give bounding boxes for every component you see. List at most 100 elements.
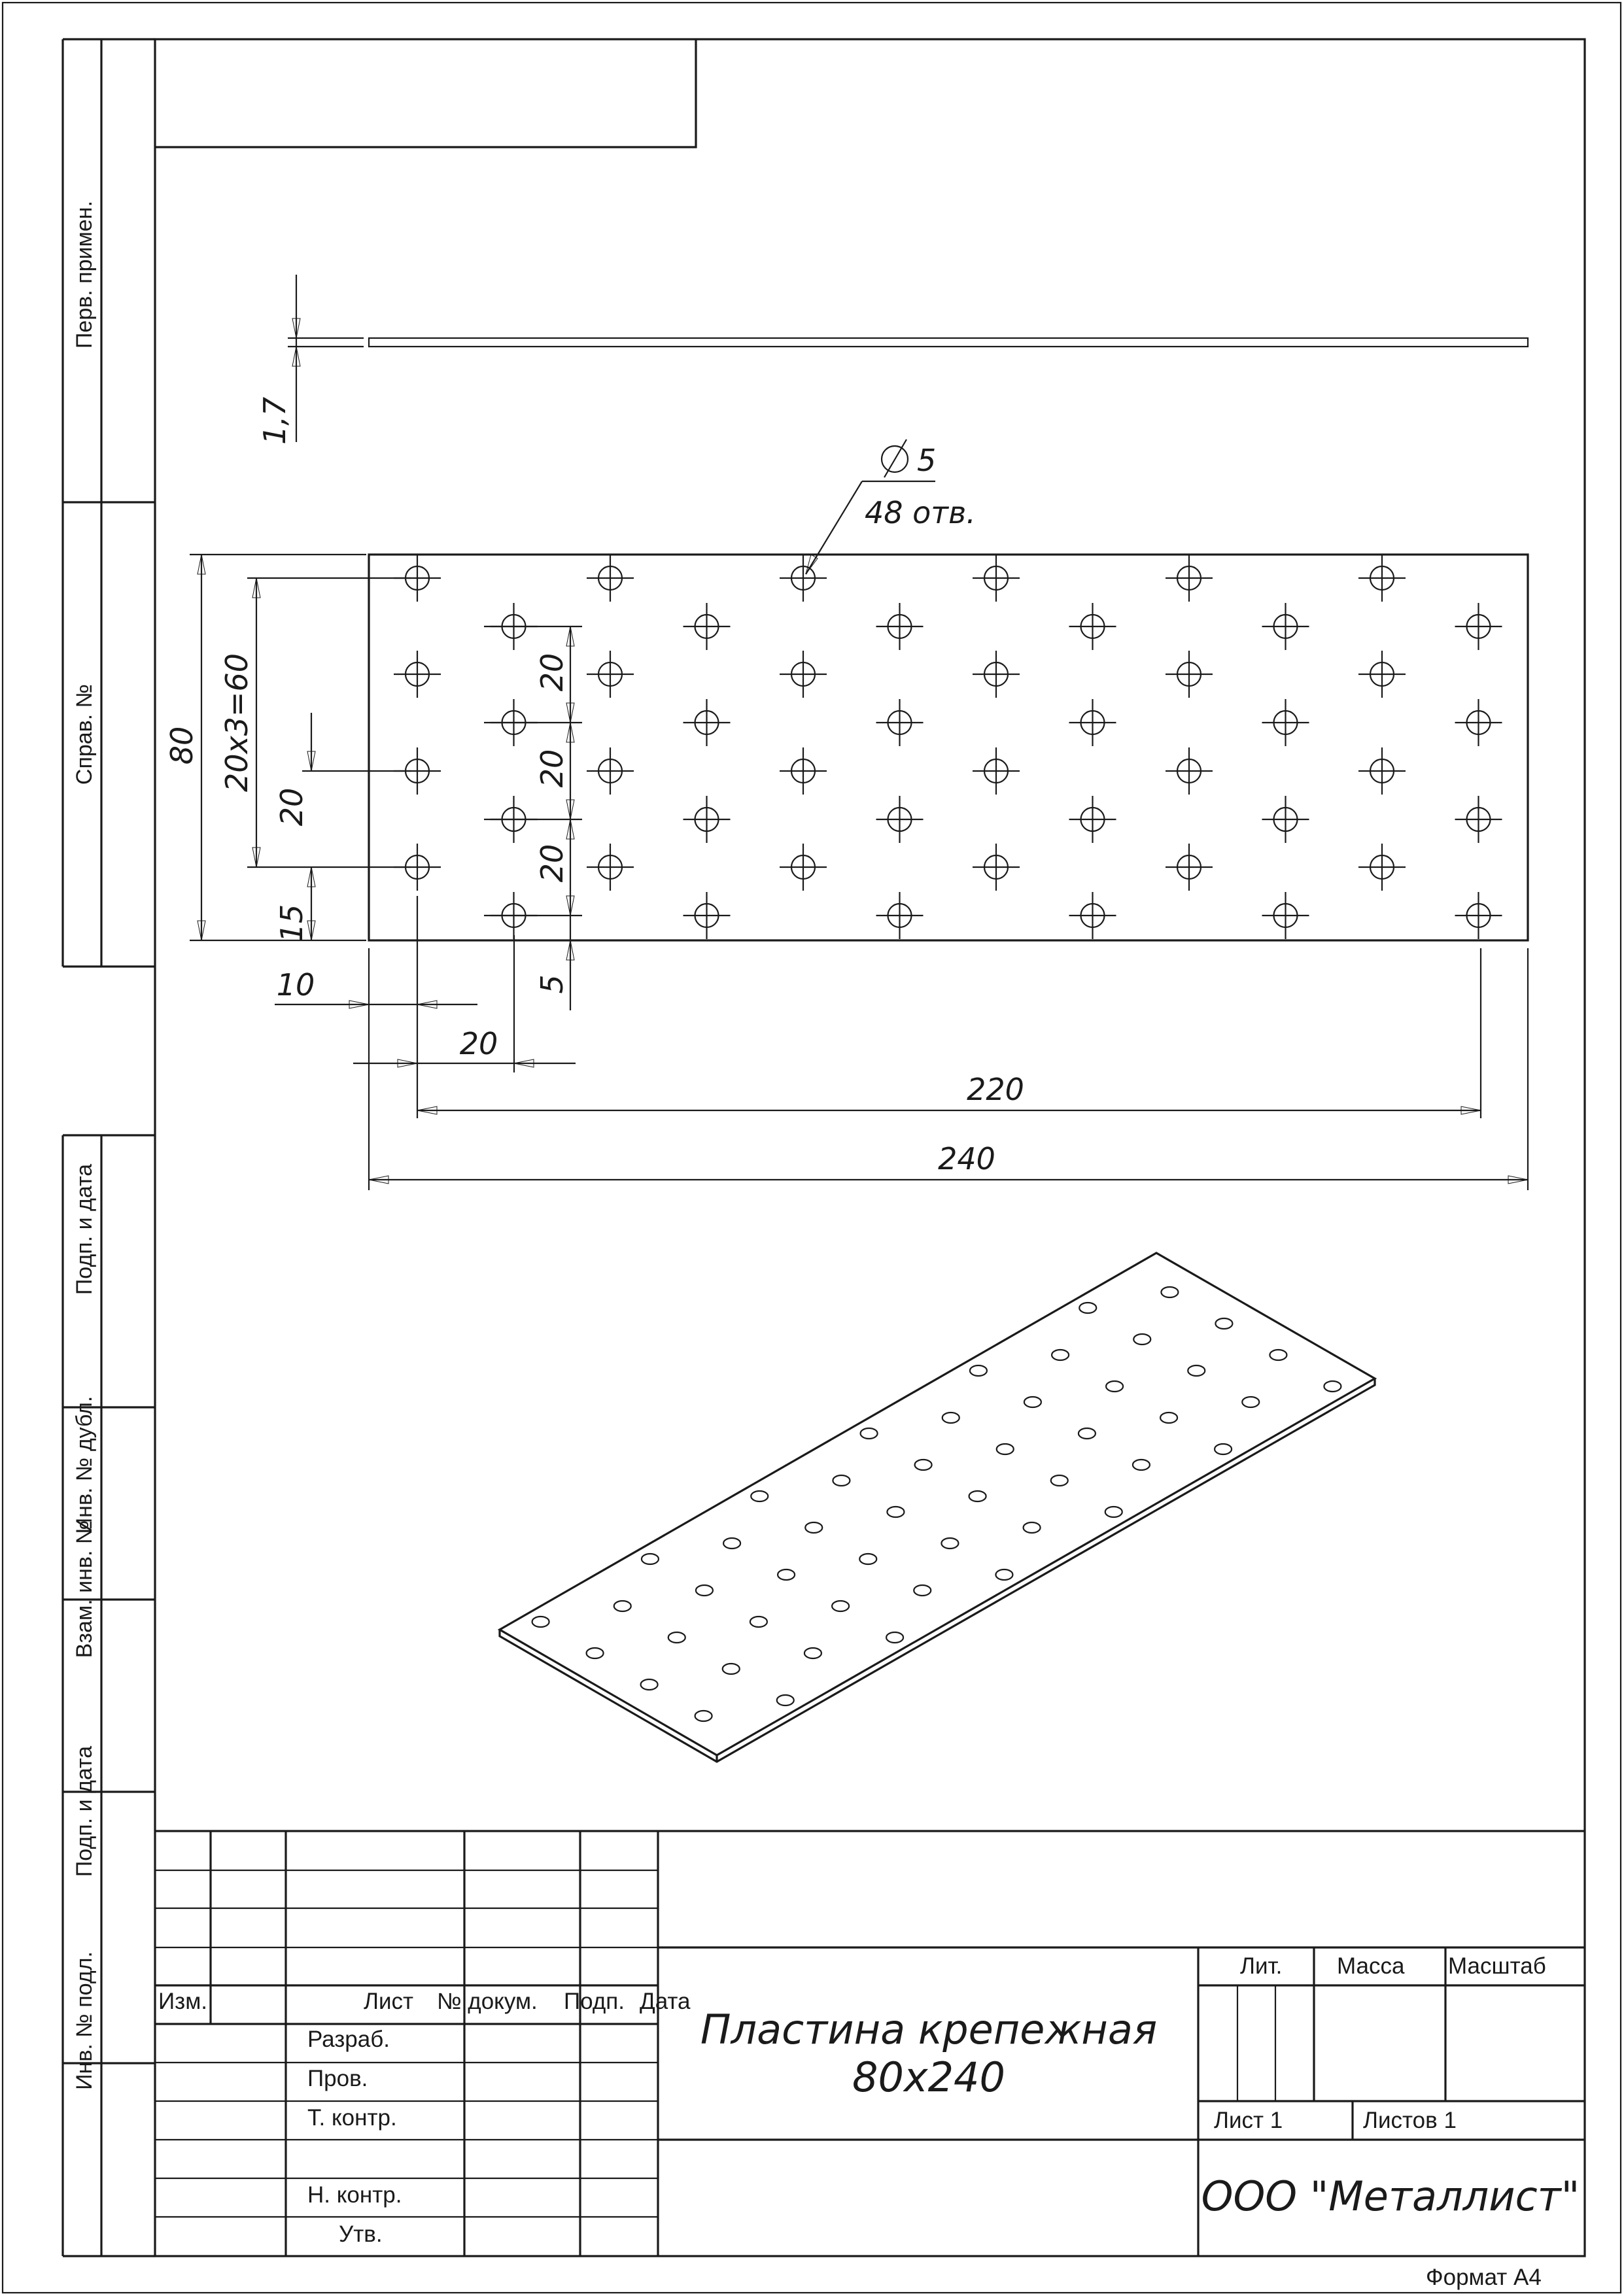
sheet-format: Формат А4 bbox=[1426, 2265, 1542, 2290]
dim-row-c: 20 bbox=[534, 844, 570, 883]
hole-top-20 bbox=[780, 844, 827, 891]
side-view: 1,7 bbox=[257, 275, 1529, 445]
callout-diameter: 5 bbox=[917, 443, 936, 478]
label-inv-podl: Инв. № подл. bbox=[72, 1951, 97, 2090]
label-vzam-inv: Взам. инв. № bbox=[72, 1520, 97, 1658]
hole-iso-11 bbox=[749, 1615, 769, 1628]
hole-top-40 bbox=[1262, 892, 1309, 939]
tb-sheets-total: Листов 1 bbox=[1363, 2108, 1457, 2133]
hole-iso-1 bbox=[531, 1615, 550, 1628]
hole-top-11 bbox=[587, 747, 634, 795]
hole-top-30 bbox=[1069, 699, 1116, 746]
tb-razrab: Разраб. bbox=[307, 2027, 390, 2052]
hole-iso-45 bbox=[1160, 1286, 1179, 1299]
tb-col-podp: Подп. bbox=[564, 1989, 625, 2014]
hole-iso-27 bbox=[968, 1490, 987, 1503]
hole-top-43 bbox=[1358, 747, 1406, 795]
hole-top-9 bbox=[587, 555, 634, 602]
dim-length-240: 240 bbox=[938, 1141, 995, 1176]
plate-iso-side-faces bbox=[498, 1379, 1376, 1763]
dim-row-a: 20 bbox=[534, 653, 570, 692]
hole-iso-36 bbox=[1132, 1458, 1151, 1471]
dim-left-20: 20 bbox=[460, 1026, 498, 1061]
hole-top-24 bbox=[876, 892, 924, 939]
drawing-frame bbox=[154, 38, 1586, 2257]
label-sprav: Справ. № bbox=[72, 684, 97, 785]
title-block: Изм. Лист № докум. Подп. Дата Разраб. Пр… bbox=[155, 1830, 1585, 2256]
hole-top-42 bbox=[1358, 651, 1406, 698]
tb-t-kontr: Т. контр. bbox=[307, 2105, 397, 2131]
hole-iso-26 bbox=[914, 1458, 933, 1471]
tb-masshtab: Масштаб bbox=[1448, 1953, 1546, 1979]
hole-top-26 bbox=[973, 651, 1020, 698]
hole-top-25 bbox=[973, 555, 1020, 602]
tb-col-data: Дата bbox=[640, 1989, 691, 2014]
callout-hole-count: 48 отв. bbox=[865, 495, 976, 530]
hole-iso-22 bbox=[886, 1505, 905, 1518]
top-view: 5 48 отв. 80 20x3=60 20 15 bbox=[164, 439, 1529, 1190]
hole-iso-10 bbox=[695, 1584, 714, 1597]
hole-top-39 bbox=[1262, 796, 1309, 843]
hole-top-18 bbox=[780, 651, 827, 698]
hole-iso-40 bbox=[1213, 1443, 1233, 1456]
dim-row-b: 20 bbox=[534, 749, 570, 788]
company-name: ООО "Металлист" bbox=[1201, 2172, 1580, 2220]
hole-top-34 bbox=[1166, 651, 1213, 698]
drawing-title-line1: Пластина крепежная bbox=[700, 2006, 1157, 2053]
hole-iso-18 bbox=[804, 1521, 823, 1534]
hole-top-36 bbox=[1166, 844, 1213, 891]
hole-iso-6 bbox=[667, 1631, 686, 1644]
hole-iso-7 bbox=[721, 1662, 740, 1675]
hole-iso-3 bbox=[640, 1678, 659, 1691]
hole-top-47 bbox=[1455, 796, 1502, 843]
hole-iso-37 bbox=[1050, 1348, 1070, 1362]
dim-thickness: 1,7 bbox=[257, 397, 292, 445]
hole-top-2 bbox=[394, 651, 441, 698]
hole-iso-2 bbox=[585, 1647, 604, 1660]
hole-top-48 bbox=[1455, 892, 1502, 939]
label-podp-data-2: Подп. и дата bbox=[72, 1746, 97, 1877]
hole-top-31 bbox=[1069, 796, 1116, 843]
top-left-stamp-box bbox=[155, 39, 697, 148]
hole-iso-35 bbox=[1077, 1427, 1097, 1440]
hole-iso-24 bbox=[995, 1568, 1014, 1581]
hole-iso-23 bbox=[941, 1537, 959, 1550]
hole-iso-29 bbox=[941, 1411, 960, 1424]
tb-col-dokum: № докум. bbox=[437, 1989, 538, 2014]
hole-iso-34 bbox=[1023, 1396, 1043, 1409]
hole-iso-41 bbox=[1079, 1301, 1097, 1314]
hole-top-41 bbox=[1358, 555, 1406, 602]
hole-iso-44 bbox=[1241, 1396, 1260, 1409]
hole-top-13 bbox=[683, 603, 731, 650]
hole-iso-9 bbox=[640, 1552, 660, 1566]
dim-offset-5: 5 bbox=[534, 974, 570, 993]
hole-top-16 bbox=[683, 892, 731, 939]
hole-top-10 bbox=[587, 651, 634, 698]
hole-top-23 bbox=[876, 796, 924, 843]
hole-iso-28 bbox=[1022, 1521, 1041, 1534]
tb-col-izm: Изм. bbox=[158, 1989, 207, 2014]
hole-top-21 bbox=[876, 603, 924, 650]
hole-iso-21 bbox=[832, 1474, 851, 1487]
tb-prov: Пров. bbox=[307, 2066, 368, 2091]
hole-iso-13 bbox=[722, 1537, 742, 1550]
hole-iso-31 bbox=[1050, 1474, 1069, 1487]
hole-iso-30 bbox=[995, 1443, 1014, 1456]
dim-pitch-total: 20x3=60 bbox=[219, 653, 254, 792]
tb-col-list: Лист bbox=[364, 1989, 413, 2014]
hole-top-44 bbox=[1358, 844, 1406, 891]
hole-top-14 bbox=[683, 699, 731, 746]
hole-top-17 bbox=[780, 555, 827, 602]
hole-top-27 bbox=[973, 747, 1020, 795]
hole-iso-46 bbox=[1215, 1317, 1234, 1330]
hole-top-37 bbox=[1262, 603, 1309, 650]
hole-iso-17 bbox=[750, 1490, 769, 1503]
hole-iso-48 bbox=[1323, 1380, 1342, 1393]
hole-top-35 bbox=[1166, 747, 1213, 795]
label-podp-data-1: Подп. и дата bbox=[72, 1164, 97, 1295]
hole-iso-32 bbox=[1104, 1505, 1123, 1518]
hole-iso-14 bbox=[776, 1568, 796, 1581]
hole-iso-20 bbox=[913, 1584, 932, 1597]
